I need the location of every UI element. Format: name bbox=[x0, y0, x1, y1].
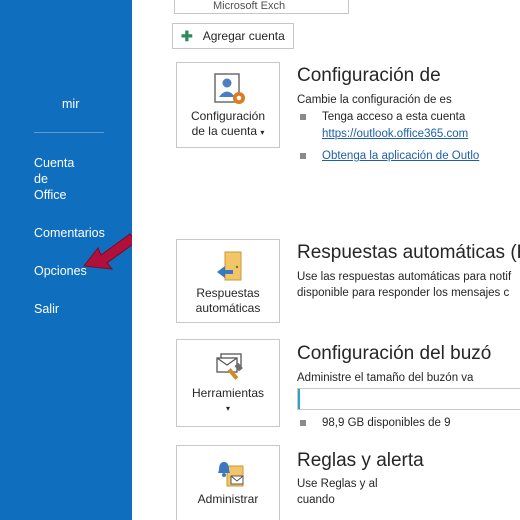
add-account-label: Agregar cuenta bbox=[202, 29, 285, 43]
tools-button[interactable]: Herramientas ▾ bbox=[176, 339, 280, 427]
account-settings-label-line1: Configuración bbox=[190, 109, 266, 123]
add-account-button[interactable]: ✚ Agregar cuenta bbox=[172, 23, 294, 49]
bullet-icon bbox=[300, 114, 306, 120]
tools-label: Herramientas bbox=[191, 386, 265, 400]
automatic-replies-title: Respuestas automáticas (F bbox=[297, 242, 520, 263]
nav-item-options[interactable]: Opciones bbox=[34, 264, 87, 278]
manage-rules-button[interactable]: Administrar bbox=[176, 445, 280, 520]
automatic-replies-label-line1: Respuestas bbox=[196, 286, 260, 300]
nav-item-feedback[interactable]: Comentarios bbox=[34, 226, 105, 240]
nav-item-label-line: Office bbox=[34, 188, 67, 202]
rules-alerts-line2: cuando bbox=[297, 494, 335, 506]
account-selector[interactable]: Microsoft Exch bbox=[174, 0, 349, 14]
nav-item-exit[interactable]: Salir bbox=[34, 302, 60, 316]
mailbox-storage-text: 98,9 GB disponibles de 9 bbox=[322, 417, 451, 429]
account-access-text: Tenga acceso a esta cuenta bbox=[322, 111, 466, 123]
automatic-replies-line2: disponible para responder los mensajes c bbox=[297, 287, 510, 299]
annotation-arrow-icon bbox=[83, 233, 137, 270]
mailbox-settings-description: Administre el tamaño del buzón va bbox=[297, 372, 474, 384]
mailbox-usage-bar bbox=[297, 388, 520, 410]
account-settings-button[interactable]: Configuración de la cuenta ▾ bbox=[176, 62, 280, 148]
automatic-replies-line1: Use las respuestas automáticas para noti… bbox=[297, 271, 512, 283]
mailbox-settings-title: Configuración del buzó bbox=[297, 343, 492, 364]
plus-icon: ✚ bbox=[181, 27, 193, 44]
mailbox-usage-fill bbox=[298, 389, 301, 409]
chevron-down-icon: ▾ bbox=[260, 128, 265, 137]
nav-separator bbox=[34, 132, 104, 133]
nav-item-partial[interactable]: mir bbox=[62, 97, 80, 111]
rules-alerts-title: Reglas y alerta bbox=[297, 450, 424, 471]
account-settings-icon bbox=[214, 73, 245, 104]
mailbox-tools-icon bbox=[216, 353, 243, 380]
bullet-icon bbox=[300, 153, 306, 159]
automatic-replies-icon bbox=[217, 251, 242, 281]
automatic-replies-label-line2: automáticas bbox=[195, 301, 261, 315]
account-settings-description: Cambie la configuración de es bbox=[297, 94, 452, 106]
rules-alerts-line1: Use Reglas y al bbox=[297, 478, 378, 490]
rules-alerts-icon bbox=[218, 462, 244, 487]
get-outlook-app-link[interactable]: Obtenga la aplicación de Outlo bbox=[322, 150, 480, 162]
account-settings-title: Configuración de bbox=[297, 65, 441, 86]
automatic-replies-button[interactable]: Respuestas automáticas bbox=[176, 239, 280, 323]
bullet-icon bbox=[300, 420, 306, 426]
account-settings-label-line2: de la cuenta ▾ bbox=[177, 124, 279, 140]
manage-rules-label: Administrar bbox=[197, 492, 259, 506]
chevron-down-icon: ▾ bbox=[225, 404, 230, 413]
nav-item-label-line: de bbox=[34, 172, 48, 186]
account-info-pane: Microsoft Exch ✚ Agregar cuenta Configur… bbox=[132, 0, 520, 520]
owa-link[interactable]: https://outlook.office365.com bbox=[322, 128, 469, 140]
account-settings-label-text: de la cuenta bbox=[191, 124, 258, 138]
tools-label-caret: ▾ bbox=[177, 400, 279, 416]
nav-item-label-line: Cuenta bbox=[34, 156, 75, 170]
nav-item-office-account[interactable]: Cuenta de Office bbox=[34, 155, 74, 203]
